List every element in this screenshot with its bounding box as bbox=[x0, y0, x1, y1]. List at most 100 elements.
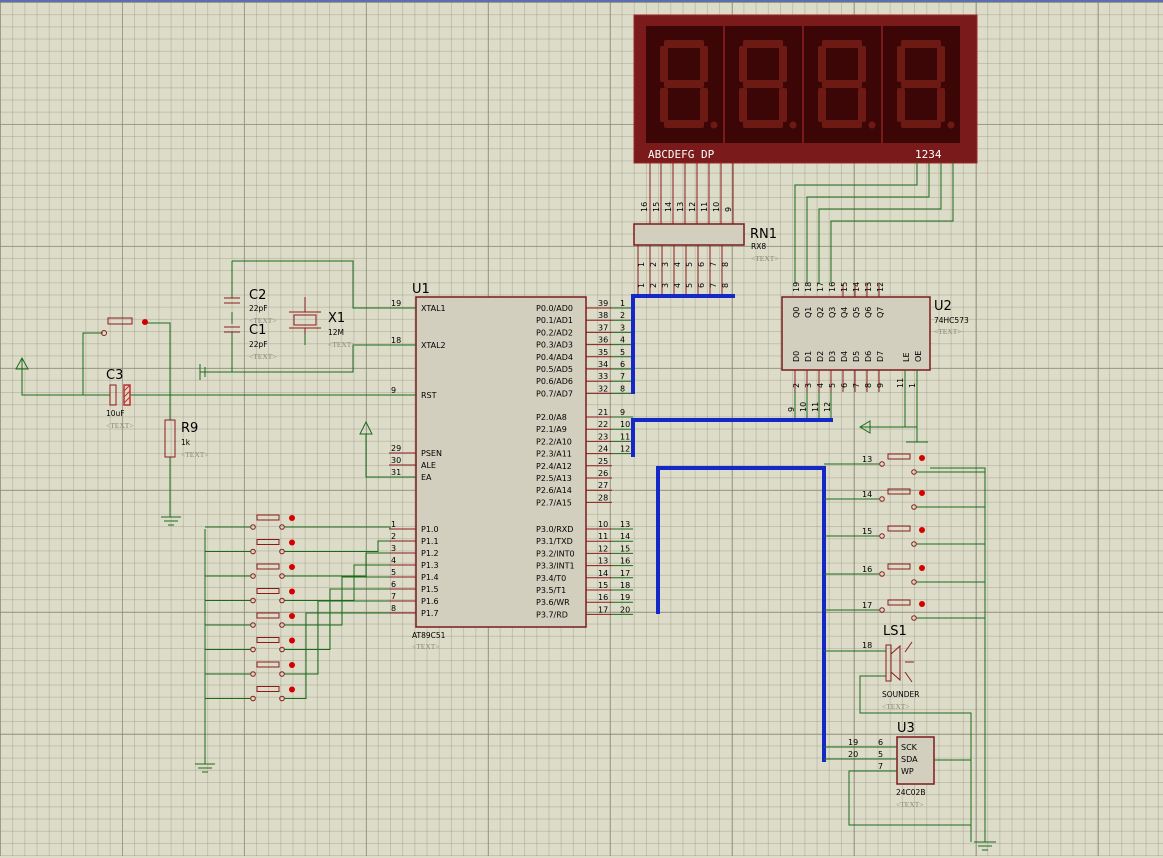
segment bbox=[664, 40, 704, 48]
key-contact bbox=[250, 524, 256, 530]
key-contact bbox=[250, 671, 256, 677]
segment bbox=[739, 88, 747, 122]
segment bbox=[743, 80, 783, 88]
u1-right-pin-name: P2.0/A8 bbox=[536, 413, 567, 422]
u1-right-pin-name: P3.6/WR bbox=[536, 598, 570, 607]
key-contact bbox=[879, 496, 885, 502]
reset-circuit bbox=[15, 322, 416, 526]
u2-d-pin-number: 2 bbox=[792, 383, 801, 388]
rn1-text: <TEXT> bbox=[751, 254, 779, 263]
u1-right-pin-number: 12 bbox=[598, 544, 608, 553]
u2-net-label: 11 bbox=[811, 402, 820, 412]
key-state-dot bbox=[919, 601, 925, 607]
key-contact bbox=[279, 695, 285, 702]
p3-key: 17 bbox=[824, 599, 985, 621]
ea-power bbox=[359, 420, 416, 478]
u1-right-pin-number: 25 bbox=[598, 457, 608, 466]
u1-left-pin-number: 6 bbox=[391, 580, 396, 589]
u1-right-pin-name: P3.5/T1 bbox=[536, 586, 566, 595]
u2-ref: U2 bbox=[934, 299, 952, 314]
u1-right-pin-name: P2.1/A9 bbox=[536, 425, 567, 434]
u1-right-pin-number: 24 bbox=[598, 445, 608, 454]
capacitor-c3[interactable]: C3 10uF <TEXT> bbox=[106, 368, 134, 430]
key-contact bbox=[911, 615, 917, 621]
c2-text: <TEXT> bbox=[249, 316, 277, 325]
c3-ref: C3 bbox=[106, 368, 123, 383]
x1-value: 12M bbox=[328, 328, 344, 337]
key-contact bbox=[879, 607, 885, 613]
u1-right-pin-name: P2.3/A11 bbox=[536, 450, 572, 459]
p3-key: 16 bbox=[824, 563, 985, 585]
crystal-x1[interactable]: X1 12M <TEXT> bbox=[289, 297, 356, 349]
key-contact bbox=[279, 671, 285, 677]
u2-q-pin-name: Q4 bbox=[840, 307, 849, 318]
u2-q-pin-name: Q1 bbox=[804, 307, 813, 318]
u1-left-pin-name: P1.1 bbox=[421, 537, 439, 546]
u1-right-pin-number: 39 bbox=[598, 299, 608, 308]
rn1-bottom-pin-number-2: 1 bbox=[637, 262, 646, 267]
segment bbox=[822, 120, 862, 128]
segment bbox=[822, 40, 862, 48]
u1-microcontroller[interactable]: U1 AT89C51 <TEXT> 19XTAL118XTAL29RST29PS… bbox=[389, 282, 633, 651]
u1-right-pin-number: 10 bbox=[598, 520, 608, 529]
u1-left-pin-number: 3 bbox=[391, 544, 396, 553]
rn1-bottom-pin-number: 2 bbox=[649, 283, 658, 288]
segment bbox=[901, 40, 941, 48]
u1-left-pin-number: 2 bbox=[391, 532, 396, 541]
seven-segment-display[interactable]: ABCDEFG DP 1234 bbox=[633, 14, 978, 164]
key-plunger bbox=[256, 539, 280, 545]
u2-q-pin-name: Q5 bbox=[852, 307, 861, 318]
display-digit-1 bbox=[646, 26, 723, 143]
key-contact bbox=[279, 524, 285, 530]
key-plunger bbox=[887, 488, 911, 495]
key-contact bbox=[250, 573, 256, 579]
data-bus-lines bbox=[631, 294, 833, 762]
display-digit-4 bbox=[883, 26, 960, 143]
u1-left-pin-name: RST bbox=[421, 391, 437, 400]
u1-right-pin-number: 34 bbox=[598, 360, 608, 369]
segment bbox=[937, 88, 945, 122]
key-net-label: 16 bbox=[862, 565, 872, 574]
u2-latch[interactable]: U2 74HC573 <TEXT> 19Q018Q117Q216Q315Q414… bbox=[781, 282, 969, 420]
segment bbox=[818, 88, 826, 122]
u2-d-pin-number: 5 bbox=[828, 383, 837, 388]
segment bbox=[818, 46, 826, 82]
key-plunger bbox=[256, 637, 280, 643]
u1-left-pin-name: PSEN bbox=[421, 449, 442, 458]
u1-right-pin-name: P2.2/A10 bbox=[536, 437, 572, 446]
p1-key-array[interactable] bbox=[205, 514, 391, 702]
decimal-point bbox=[947, 121, 955, 129]
rn1-bottom-pin-number-2: 5 bbox=[685, 262, 694, 267]
u1-right-pin-name: P0.6/AD6 bbox=[536, 377, 573, 386]
key-plunger bbox=[256, 686, 280, 692]
rn1-bottom-pin-number-2: 2 bbox=[649, 262, 658, 267]
key-contact bbox=[250, 597, 256, 604]
u1-right-pin-number: 28 bbox=[598, 493, 608, 502]
key-contact bbox=[911, 504, 917, 510]
u3-wires bbox=[824, 746, 971, 826]
u2-q-pin-number: 17 bbox=[816, 282, 825, 292]
digit-pins-label: 1234 bbox=[915, 148, 942, 161]
u1-left-pin-number: 18 bbox=[391, 336, 401, 345]
u3-net-label: 20 bbox=[848, 750, 858, 759]
resistor-r9[interactable]: R9 1k <TEXT> bbox=[164, 419, 209, 459]
capacitor-c1[interactable]: C1 22pF <TEXT> bbox=[224, 323, 277, 361]
rn1-bottom-pin-number: 7 bbox=[709, 283, 718, 288]
ls1-text: <TEXT> bbox=[882, 702, 910, 711]
key-plunger bbox=[256, 612, 280, 619]
u1-left-pin-name: EA bbox=[421, 473, 432, 482]
sounder-ls1[interactable]: 18 LS1 SOUNDER <TEXT> bbox=[824, 624, 972, 842]
u1-right-pin-number: 26 bbox=[598, 469, 608, 478]
key-net-label: 14 bbox=[862, 490, 872, 499]
reset-button[interactable] bbox=[101, 317, 149, 336]
key-contact bbox=[911, 579, 917, 585]
capacitor-c2[interactable]: C2 22pF <TEXT> bbox=[224, 288, 277, 325]
u1-net-label: 10 bbox=[620, 420, 630, 429]
u3-ref: U3 bbox=[897, 721, 915, 736]
u1-ref: U1 bbox=[412, 282, 430, 297]
u2-net-label: 12 bbox=[823, 402, 832, 412]
